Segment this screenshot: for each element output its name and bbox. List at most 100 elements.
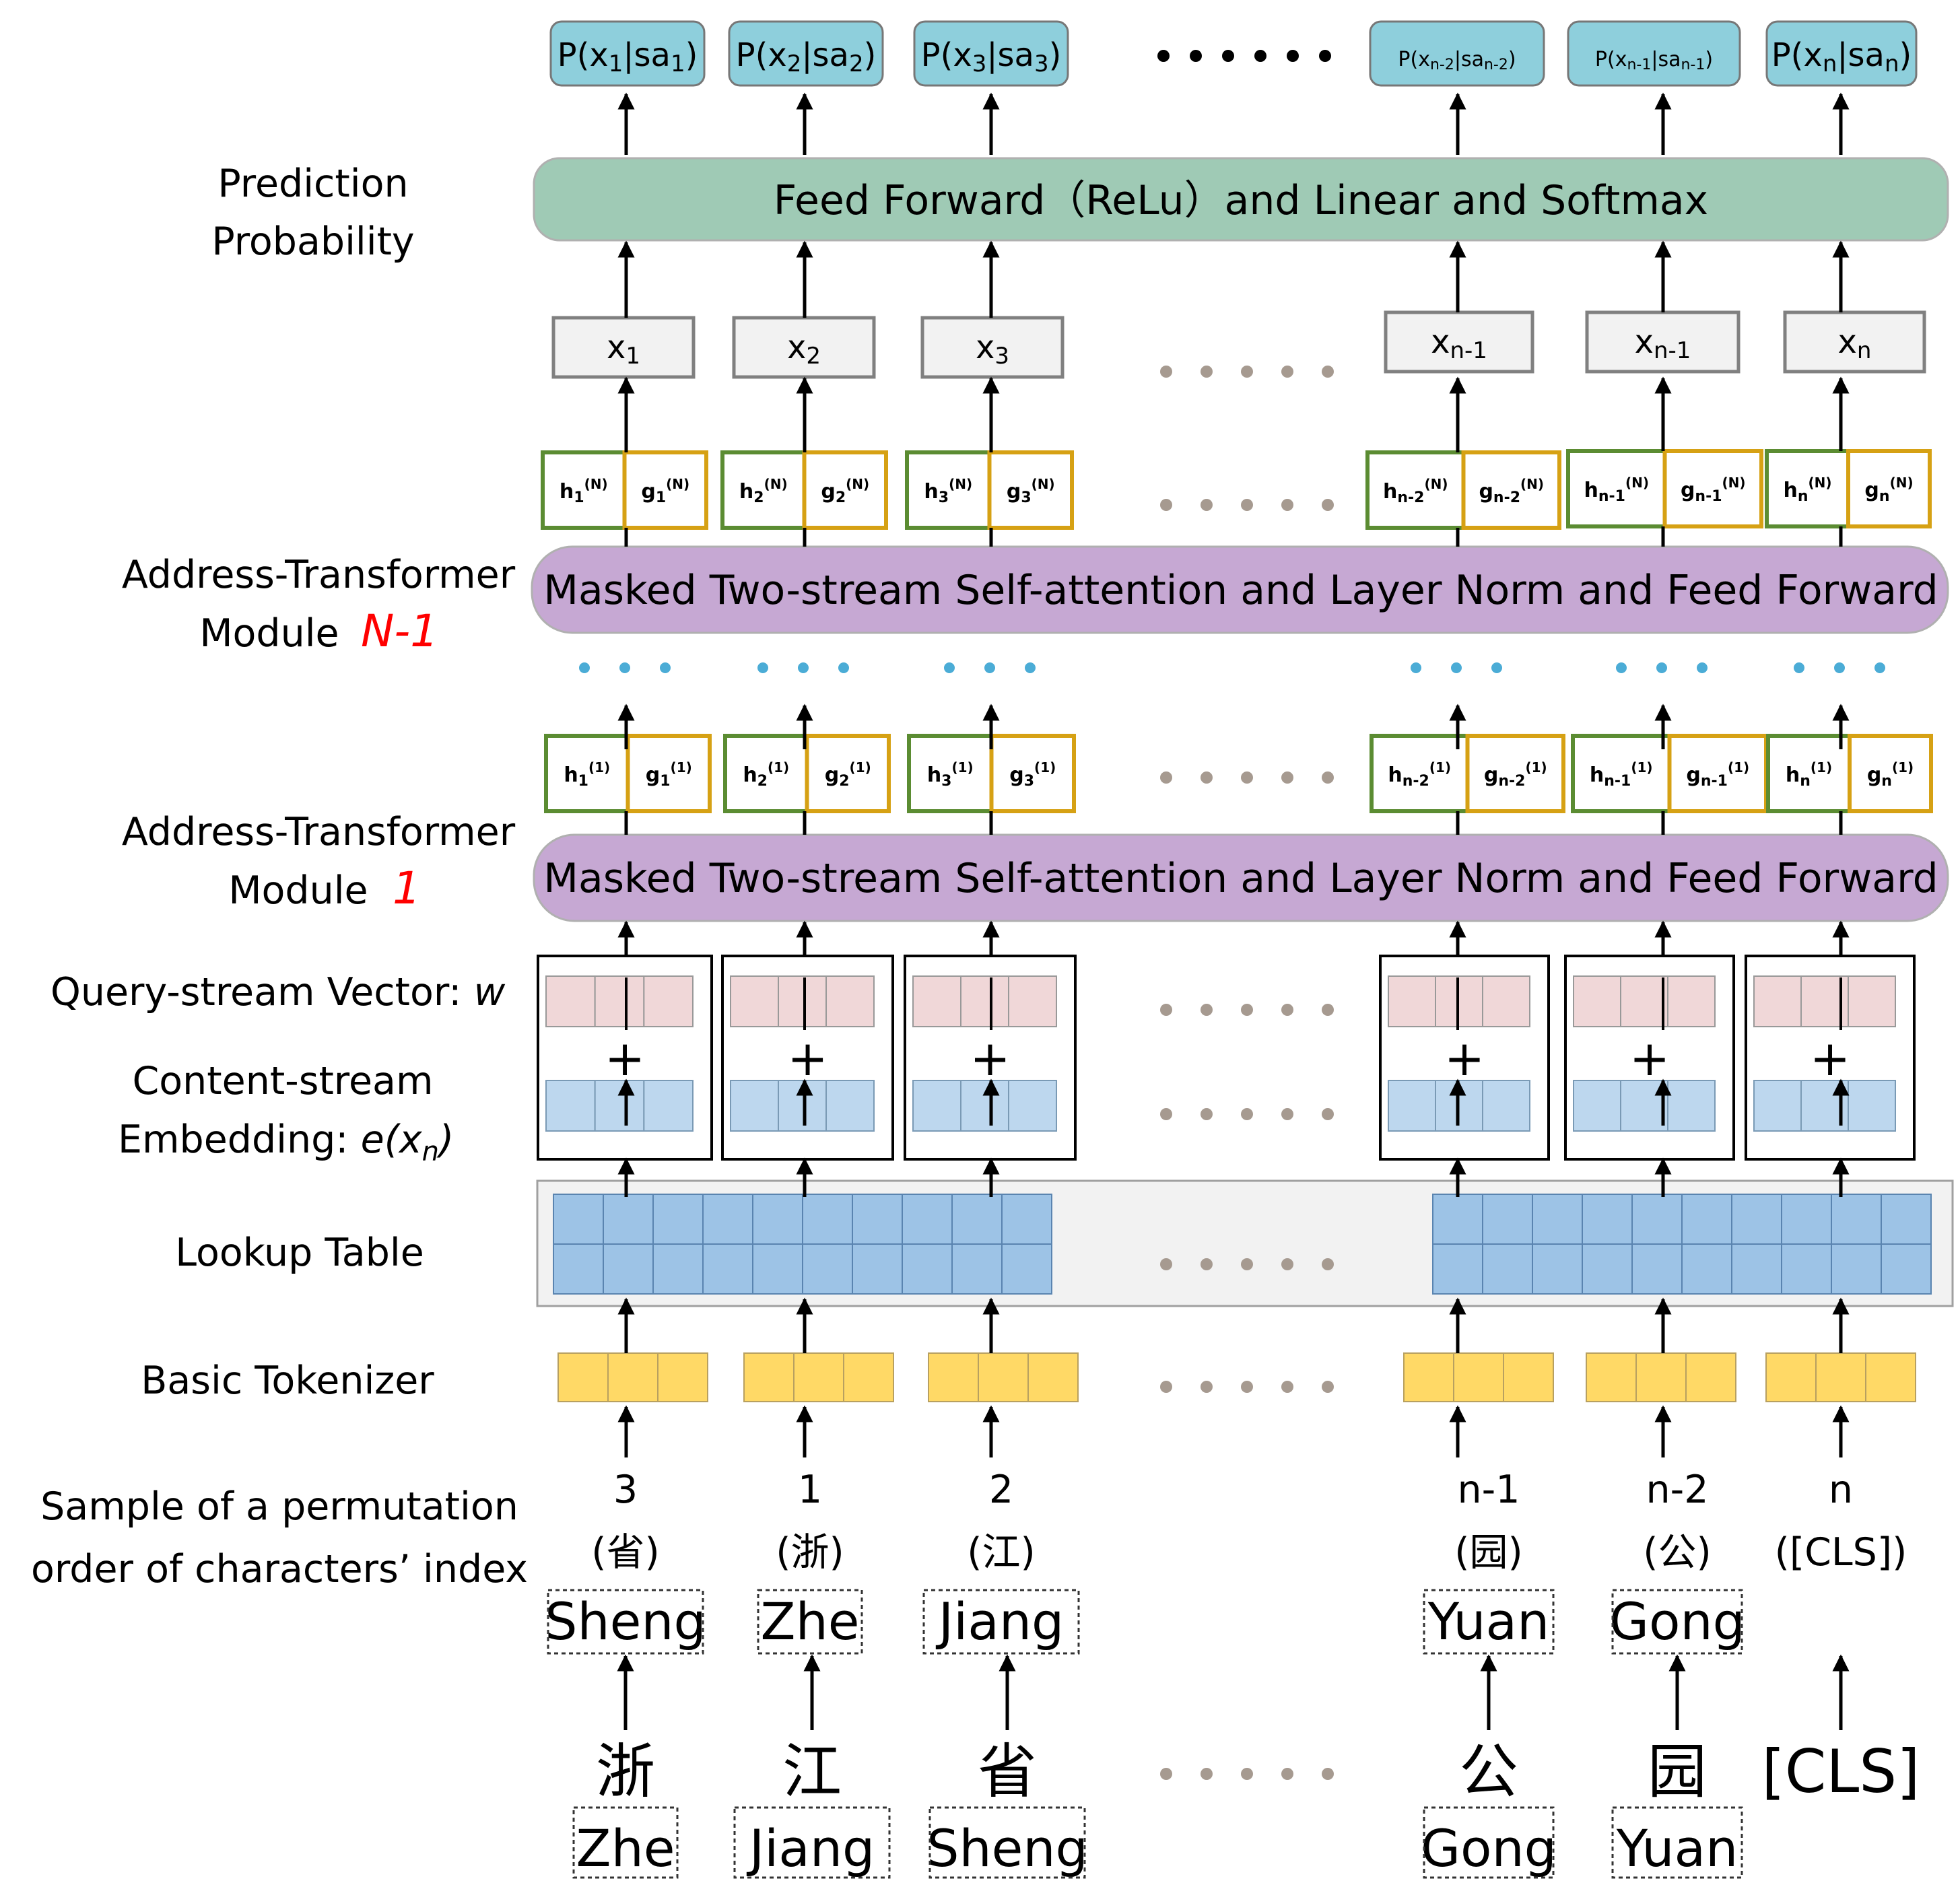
permutation-index: 1 [798,1468,822,1512]
lookup-cell [1781,1243,1832,1295]
content-vector-cell [1388,1080,1436,1132]
gray-ellipsis [1160,1381,1334,1393]
permutation-pinyin: Zhe [761,1591,860,1651]
g-stream-box [802,450,888,530]
lookup-cell [1001,1194,1052,1245]
output-probability-label: P(x3|sa3) [921,36,1062,77]
permutation-index: n-1 [1458,1468,1520,1512]
h-stream-label: h2(1) [743,759,789,790]
tokenizer-cell [1685,1352,1736,1402]
tokenizer-cell [1027,1352,1079,1402]
h-stream-label: h3(1) [927,759,974,790]
ellipsis-dot [1254,50,1266,62]
permutation-char: (园) [1454,1530,1522,1575]
content-stream-label-line1: Content-stream [132,1059,433,1103]
h-stream-box [1365,450,1466,530]
content-vector-cell [1620,1080,1668,1132]
ellipsis-dot [984,662,995,673]
module-ellipsis [1411,662,1502,673]
ellipsis-dot [1160,1108,1172,1120]
output-probability-box: P(x2|sa2) [728,20,884,87]
query-vector-cell [825,975,875,1027]
lookup-cell [603,1243,654,1295]
gray-ellipsis [1160,1004,1334,1016]
g-stream-box [622,450,708,530]
ellipsis-dot [1874,662,1885,673]
content-vector-cell [912,1080,961,1132]
lookup-cell [1831,1243,1882,1295]
ellipsis-dot [1281,1258,1293,1270]
lookup-cell [902,1194,953,1245]
ellipsis-dot [1241,1108,1253,1120]
lookup-cell [1831,1194,1882,1245]
query-content-box: + [721,955,894,1161]
ellipsis-dot [1656,662,1667,673]
query-vector-cell [1848,975,1896,1027]
ellipsis-dot [838,662,849,673]
attention-label-top: Masked Two-stream Self-attention and Lay… [543,567,1938,614]
g-stream-box [1465,734,1565,813]
output-ellipsis [1157,50,1331,62]
lookup-cell [752,1194,803,1245]
query-vector-cell [1573,975,1621,1027]
x-label: x1 [607,329,640,370]
lookup-cell [1631,1194,1683,1245]
x-label: x3 [976,329,1009,370]
content-vector-cell [1008,1080,1057,1132]
content-vector-cell [545,1080,596,1132]
gray-ellipsis [1160,366,1334,378]
g-stream-box [626,734,712,813]
h-stream-label: h3(N) [924,476,972,506]
output-probability-box: P(xn|san) [1765,20,1918,87]
output-probability-label: P(xn|san) [1771,36,1912,77]
x-label: x2 [787,329,821,370]
attention-bar-top [531,545,1949,634]
token-x-box: xn-1 [1585,310,1741,374]
lookup-cell [652,1194,704,1245]
query-stream-label: Query-stream Vector: w [50,970,506,1015]
lookup-cell [852,1243,903,1295]
query-vector-cell [1667,975,1716,1027]
permutation-char: (省) [591,1530,659,1575]
g-stream-label: gn-2(1) [1484,759,1547,790]
permutation-index: n-2 [1646,1468,1709,1512]
lookup-cell [1432,1194,1483,1245]
input-pinyin: Gong [1421,1818,1557,1878]
token-x-box: xn-1 [1384,310,1534,374]
permutation-char: (浙) [776,1530,844,1575]
x-label: xn-1 [1431,323,1487,364]
ellipsis-dot [1201,1381,1213,1393]
lookup-cell [1681,1243,1732,1295]
lookup-cell [1001,1243,1052,1295]
tokenizer-cell [1635,1352,1687,1402]
output-probability-box: P(x1|sa1) [549,20,706,87]
query-vector-cell [1482,975,1530,1027]
tokenizer-cell [1865,1352,1916,1402]
ellipsis-dot [798,662,809,673]
pinyin-dashed-box [1611,1806,1743,1879]
permutation-pinyin: Yuan [1427,1591,1550,1651]
tokenizer-cells [557,1352,708,1402]
module-bottom-label-line1: Address-Transformer [122,810,516,854]
output-box-bg [1765,20,1918,87]
prediction-label-line1: Prediction [217,162,408,206]
ellipsis-dot [1287,50,1299,62]
content-vector-cell [1482,1080,1530,1132]
content-vector-cell [730,1080,779,1132]
h-stream-label: hn-2(N) [1383,476,1448,506]
tokenizer-cells [743,1352,894,1402]
module-bottom-label-line2: Module [228,868,368,913]
plus-sign: + [1444,1030,1485,1087]
plus-sign: + [1810,1030,1850,1087]
lookup-table-grid [553,1194,1932,1295]
module-bottom-number: 1 [393,862,421,914]
query-content-box: + [1564,955,1735,1161]
x-box-bg [1783,310,1926,374]
g-stream-label: gn(1) [1867,759,1914,790]
lookup-cell [802,1194,853,1245]
ellipsis-dot [1281,1108,1293,1120]
tokenizer-cell [657,1352,708,1402]
tokenizer-cells [1403,1352,1554,1402]
